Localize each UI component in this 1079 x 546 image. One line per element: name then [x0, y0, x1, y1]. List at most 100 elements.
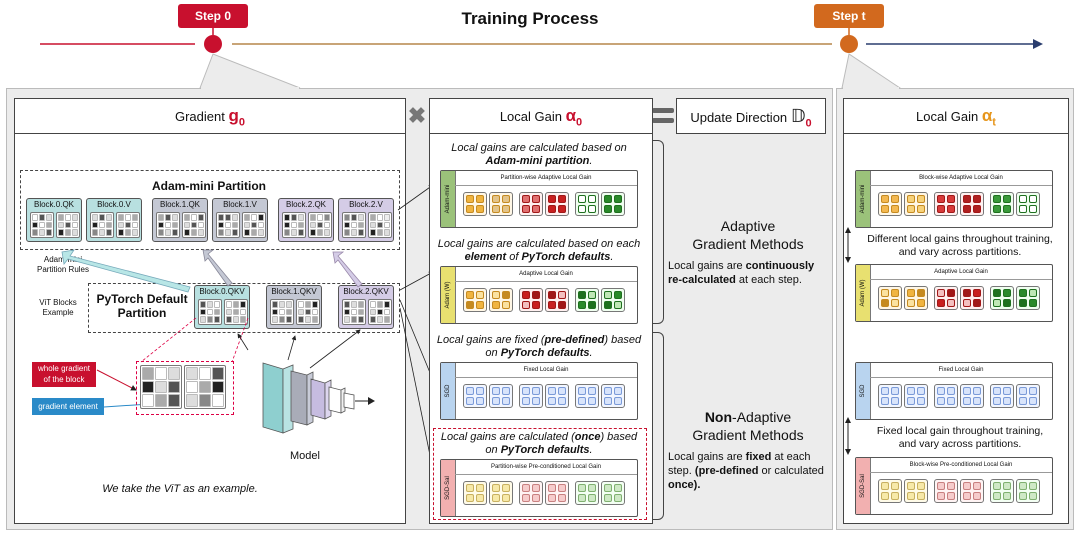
gain-cell [881, 387, 889, 395]
gain-block [575, 384, 599, 408]
local-gain-caption: Local gains are fixed (pre-defined) base… [436, 334, 642, 359]
gain-cell [937, 289, 945, 297]
gain-cell [548, 301, 556, 309]
gain-cell [578, 195, 586, 203]
gain-cell [1029, 195, 1037, 203]
gain-block [1016, 384, 1040, 408]
gradient-cell [212, 394, 224, 407]
gradient-cell [225, 214, 231, 221]
local-gain-t-text: Local Gain [916, 109, 979, 124]
gain-cell [881, 205, 889, 213]
gain-cell [502, 387, 510, 395]
gradient-cell [377, 301, 383, 308]
gradient-cell [377, 308, 383, 316]
vit-blocks-label: ViT Blocks Example [39, 298, 77, 317]
gain-cell [492, 494, 500, 502]
gradient-cell [132, 214, 138, 221]
gradient-cell [39, 221, 45, 229]
gain-cell [917, 195, 925, 203]
gain-cell [973, 492, 981, 500]
gain-block [934, 192, 958, 216]
right-gain-card-tab-label: SGD-Sal [860, 474, 866, 498]
gain-cell [1029, 492, 1037, 500]
gradient-cell [298, 214, 304, 221]
gain-cell [522, 387, 530, 395]
gain-cell [492, 205, 500, 213]
gradient-cell [344, 308, 350, 316]
whole-gradient-zoom [136, 361, 234, 415]
gain-cell [891, 299, 899, 307]
gradient-cell [258, 221, 264, 229]
step0-node [204, 35, 222, 53]
callout-triangles [199, 53, 902, 90]
gain-block [545, 288, 569, 312]
gain-cell [466, 301, 474, 309]
gradient-cell [344, 301, 350, 308]
adam-mini-partition-title: Adam-mini Partition [151, 179, 266, 193]
gain-cell [614, 494, 622, 502]
gain-block [463, 384, 487, 408]
gradient-cell [324, 229, 330, 236]
gain-cell [1003, 387, 1011, 395]
gain-cell [881, 492, 889, 500]
arrow-teal [61, 249, 191, 293]
gain-cell [532, 291, 540, 299]
gain-block [489, 288, 513, 312]
gradient-cell [284, 221, 290, 229]
gain-block [878, 286, 902, 310]
gradient-mini-grid [270, 299, 294, 325]
gradient-cell [214, 308, 220, 316]
gradient-cell [305, 301, 311, 308]
zoom-gradient-matrix [140, 365, 182, 409]
gain-cell [881, 299, 889, 307]
gain-cell [963, 299, 971, 307]
gradient-cell [198, 221, 204, 229]
gradient-cell [310, 214, 316, 221]
gain-cell [588, 195, 596, 203]
local-gain-card-title: Partition-wise Pre-conditioned Local Gai… [455, 460, 637, 475]
gain-cell [947, 482, 955, 490]
pytorch-block: Block.2.QKV [338, 285, 394, 329]
gradient-cell [118, 214, 124, 221]
gradient-cell [291, 229, 297, 236]
gradient-cell [226, 308, 232, 316]
gradient-cell [186, 394, 198, 407]
equals-icon-top [652, 108, 674, 113]
alpha0-sub: 0 [576, 116, 583, 129]
gain-cell [522, 301, 530, 309]
gradient-cell [125, 221, 131, 229]
gradient-cell [72, 221, 78, 229]
gradient-cell [172, 221, 178, 229]
gain-cell [1003, 195, 1011, 203]
adaptive-brace [653, 140, 664, 324]
gain-cell [937, 299, 945, 307]
local-gain-t-title: Local Gain αt [844, 99, 1068, 134]
gain-block [934, 286, 958, 310]
gradient-cell [168, 380, 180, 394]
gain-cell [947, 397, 955, 405]
gain-cell [881, 482, 889, 490]
gradient-cell [72, 229, 78, 236]
gradient-cell [155, 367, 167, 380]
local-gain-card: Adam (W)Adaptive Local Gain [440, 266, 638, 324]
gradient-cell [184, 221, 190, 229]
gain-cell [604, 291, 612, 299]
gradient-cell [233, 301, 239, 308]
adam-mini-block-label: Block.0.V [97, 200, 131, 209]
gradient-cell [310, 221, 316, 229]
gradient-cell [232, 221, 238, 229]
local-gain-caption: Local gains are calculated based on each… [437, 238, 641, 263]
gradient-cell [186, 380, 198, 394]
gradient-cell [58, 221, 64, 229]
gain-cell [532, 484, 540, 492]
gain-cell [947, 289, 955, 297]
gradient-cell [298, 221, 304, 229]
gain-cell [476, 205, 484, 213]
gain-cell [1029, 289, 1037, 297]
adam-mini-block: Block.2.V [338, 198, 394, 242]
gain-block [601, 384, 625, 408]
model-label: Model [290, 450, 320, 462]
gain-block [519, 384, 543, 408]
gradient-cell [72, 214, 78, 221]
gain-cell [466, 397, 474, 405]
